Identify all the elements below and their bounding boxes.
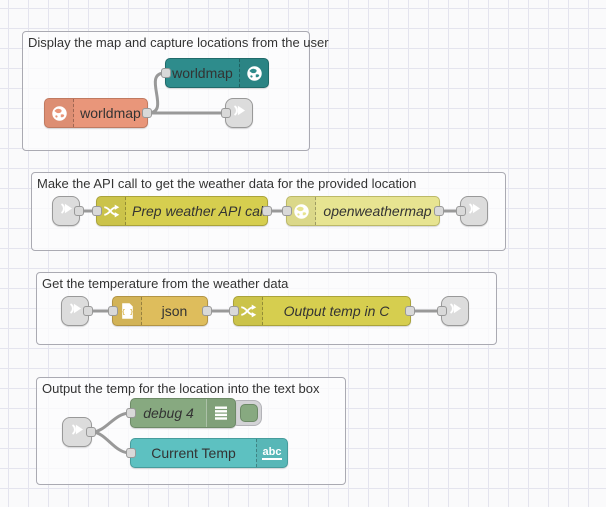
node-link-in[interactable] (62, 417, 96, 447)
node-output-temp-in-c[interactable]: Output temp in C (229, 296, 415, 326)
group-label: Display the map and capture locations fr… (28, 35, 329, 50)
abc-text-icon: abc (256, 439, 287, 467)
node-openweathermap[interactable]: openweathermap (282, 196, 444, 226)
node-worldmap-in[interactable]: worldmap (44, 98, 152, 128)
wire[interactable] (146, 71, 167, 115)
node-link-out[interactable] (456, 196, 488, 226)
input-port[interactable] (282, 206, 292, 216)
link-out-icon (446, 299, 465, 323)
input-port[interactable] (126, 448, 136, 458)
input-port[interactable] (161, 68, 171, 78)
wire[interactable] (90, 411, 132, 434)
group-label: Output the temp for the location into th… (42, 381, 320, 396)
node-prep-weather-api-call[interactable]: Prep weather API call (92, 196, 272, 226)
node-label: json (161, 303, 188, 319)
output-port[interactable] (142, 108, 152, 118)
node-label: Current Temp (151, 445, 236, 461)
link-in-icon (57, 199, 76, 223)
output-port[interactable] (434, 206, 444, 216)
node-label: worldmap (172, 65, 233, 81)
node-label: debug 4 (143, 405, 194, 421)
input-port[interactable] (92, 206, 102, 216)
link-out-icon (230, 101, 249, 125)
input-port[interactable] (126, 408, 136, 418)
node-link-out[interactable] (437, 296, 469, 326)
group-label: Make the API call to get the weather dat… (37, 176, 417, 191)
node-label: Output temp in C (283, 303, 390, 319)
input-port[interactable] (221, 108, 231, 118)
node-debug[interactable]: debug 4 (126, 398, 236, 428)
group-label: Get the temperature from the weather dat… (42, 276, 289, 291)
node-json[interactable]: { } json (108, 296, 212, 326)
link-in-icon (66, 299, 85, 323)
debug-list-icon (206, 399, 235, 427)
input-port[interactable] (437, 306, 447, 316)
node-label: openweathermap (323, 203, 432, 219)
node-link-in[interactable] (52, 196, 84, 226)
globe-icon (239, 59, 268, 87)
output-port[interactable] (262, 206, 272, 216)
link-in-icon (68, 420, 87, 444)
link-out-icon (465, 199, 484, 223)
node-link-in[interactable] (61, 296, 93, 326)
node-label: worldmap (80, 105, 141, 121)
group-output-temp[interactable]: Output the temp for the location into th… (36, 377, 346, 485)
svg-text:{ }: { } (121, 308, 133, 315)
output-port[interactable] (202, 306, 212, 316)
globe-icon (287, 197, 316, 225)
node-link-out[interactable] (221, 98, 253, 128)
node-label: Prep weather API call (132, 203, 267, 219)
output-port[interactable] (86, 427, 96, 437)
output-port[interactable] (74, 206, 84, 216)
debug-toggle-indicator (240, 404, 258, 422)
input-port[interactable] (229, 306, 239, 316)
group-display-map[interactable]: Display the map and capture locations fr… (22, 31, 329, 151)
wire[interactable] (90, 430, 132, 455)
output-port[interactable] (405, 306, 415, 316)
input-port[interactable] (108, 306, 118, 316)
globe-icon (45, 99, 74, 127)
node-current-temp[interactable]: Current Temp abc (126, 438, 288, 468)
node-worldmap-display[interactable]: worldmap (161, 58, 269, 88)
output-port[interactable] (83, 306, 93, 316)
input-port[interactable] (456, 206, 466, 216)
